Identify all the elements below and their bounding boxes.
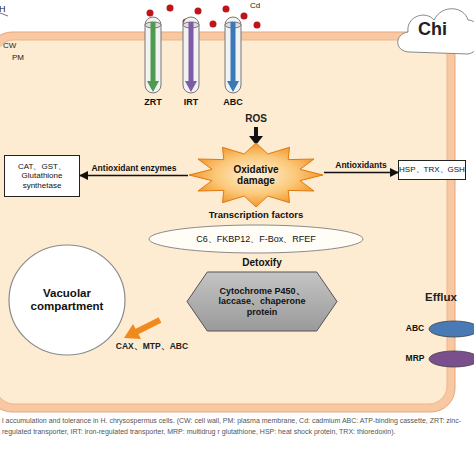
node-text: MRP [402,348,428,370]
arrow-connector [324,172,398,173]
node-text: HSP、TRX、GSH [399,160,465,180]
enzyme-box-outline [5,156,80,197]
plasma-membrane [0,40,447,404]
arrow-connector [80,175,188,176]
transporter-channel: ABC [218,16,248,110]
annotation-label: CAX、MTP、ABC [104,340,200,353]
enzyme-box: CAT、GST、Glutathione synthetase [4,155,80,197]
antioxidant-box-outline [399,161,466,180]
node-text: ABC [212,96,254,109]
annotation-label: Cd [250,0,272,11]
transporter-channel-shape [144,16,162,94]
figure-caption: l accumulation and tolerance in H. chrys… [2,416,472,438]
detox-hexagon: DetoxifyCytochrome P450、laccase、chaperon… [186,256,338,332]
ros-arrow [249,127,263,145]
vacuole-circle-outline [9,245,125,355]
vacuole-circle: Vacuolar compartment [8,244,126,356]
factor-ellipse-outline [149,225,363,253]
transporter-channel: IRT [176,16,206,110]
node-heading: Detoxify [186,256,338,270]
annotation-label: H [0,3,9,15]
efflux-pump-shape [428,320,474,338]
node-text: ZRT [132,96,174,109]
node-text: ABC [402,318,428,340]
transporter-channel-outline [145,17,161,93]
annotation-label: ROS [234,112,278,126]
node-text: Oxidative damage [218,155,294,195]
damage-burst-outline [189,143,323,207]
efflux-pump-shape [428,350,474,368]
factor-ellipse: Transcription factorsC6、FKBP12、F-Box、RFE… [148,208,364,254]
annotation-label: Efflux [410,290,472,306]
damage-burst: Oxidative damage [188,142,324,208]
annotation-label: Chi [418,16,474,42]
efflux-pump-outline [429,351,474,367]
node-text: CAT、GST、Glutathione synthetase [6,155,78,197]
node-text: C6、FKBP12、F-Box、RFEF [160,224,352,254]
transporter-channel-shape [182,16,200,94]
cloud-shape [398,9,474,54]
edge-label: Antioxidants [324,147,398,171]
transporter-channel-outline [225,17,241,93]
node-text: IRT [170,96,212,109]
annotation-label: CW [3,40,25,51]
vacuole-import-arrow [124,320,160,339]
efflux-pump: MRP [402,348,474,370]
annotation-label: PM [12,52,34,63]
transporter-channel-shape [224,16,242,94]
efflux-pump-outline [429,321,474,337]
transporter-channel: ZRT [138,16,168,110]
antioxidant-box: HSP、TRX、GSH [398,160,466,180]
cadmium-ions [147,5,261,29]
node-text: Cytochrome P450、laccase、chaperone protei… [206,271,318,332]
node-text: Vacuolar compartment [20,272,114,328]
node-heading: Transcription factors [148,208,364,223]
edge-label: Antioxidant enzymes [80,150,188,174]
detox-hexagon-outline [187,272,337,331]
efflux-pump: ABC [402,318,474,340]
transporter-channel-outline [183,17,199,93]
